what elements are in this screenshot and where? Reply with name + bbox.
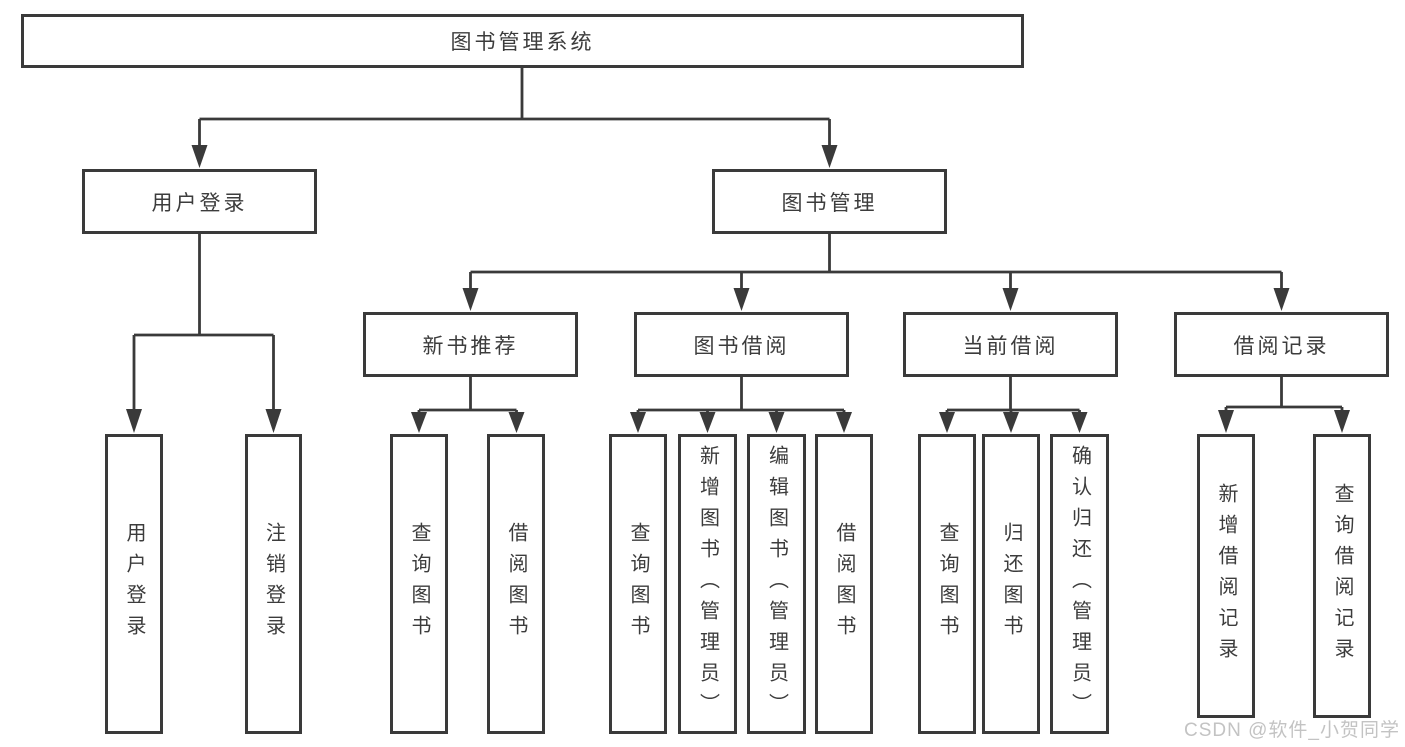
leaf-return-book-label: 归还图书 <box>1000 522 1022 646</box>
leaf-edit-book-admin: 编辑图书（管理员） <box>747 434 806 734</box>
node-book-management: 图书管理 <box>712 169 947 234</box>
node-user-login: 用户登录 <box>82 169 317 234</box>
leaf-add-borrow-record: 新增借阅记录 <box>1197 434 1255 718</box>
leaf-logout: 注销登录 <box>245 434 302 734</box>
leaf-edit-book-admin-label: 编辑图书（管理员） <box>765 444 788 724</box>
watermark: CSDN @软件_小贺同学 <box>1184 720 1400 741</box>
leaf-add-book-admin-label: 新增图书（管理员） <box>696 444 719 724</box>
leaf-return-book: 归还图书 <box>982 434 1040 734</box>
node-book-borrow: 图书借阅 <box>634 312 849 377</box>
leaf-confirm-return-admin-label: 确认归还（管理员） <box>1068 444 1091 724</box>
node-root: 图书管理系统 <box>21 14 1024 68</box>
leaf-borrow-books-recommend: 借阅图书 <box>487 434 545 734</box>
leaf-query-books-recommend-label: 查询图书 <box>408 522 430 646</box>
leaf-add-borrow-record-label: 新增借阅记录 <box>1215 483 1237 669</box>
leaf-query-books-borrow-label: 查询图书 <box>627 522 649 646</box>
leaf-add-book-admin: 新增图书（管理员） <box>678 434 737 734</box>
leaf-query-borrow-record: 查询借阅记录 <box>1313 434 1371 718</box>
node-new-book-recommend: 新书推荐 <box>363 312 578 377</box>
leaf-user-login-label: 用户登录 <box>123 522 145 646</box>
leaf-query-books-recommend: 查询图书 <box>390 434 448 734</box>
leaf-query-books-borrow: 查询图书 <box>609 434 667 734</box>
leaf-user-login: 用户登录 <box>105 434 163 734</box>
node-current-borrow: 当前借阅 <box>903 312 1118 377</box>
leaf-query-books-current-label: 查询图书 <box>936 522 958 646</box>
leaf-borrow-books-borrow: 借阅图书 <box>815 434 873 734</box>
leaf-borrow-books-borrow-label: 借阅图书 <box>833 522 855 646</box>
leaf-query-borrow-record-label: 查询借阅记录 <box>1331 483 1353 669</box>
leaf-logout-label: 注销登录 <box>262 522 285 646</box>
leaf-query-books-current: 查询图书 <box>918 434 976 734</box>
leaf-borrow-books-recommend-label: 借阅图书 <box>505 522 527 646</box>
leaf-confirm-return-admin: 确认归还（管理员） <box>1050 434 1109 734</box>
node-borrow-records: 借阅记录 <box>1174 312 1389 377</box>
